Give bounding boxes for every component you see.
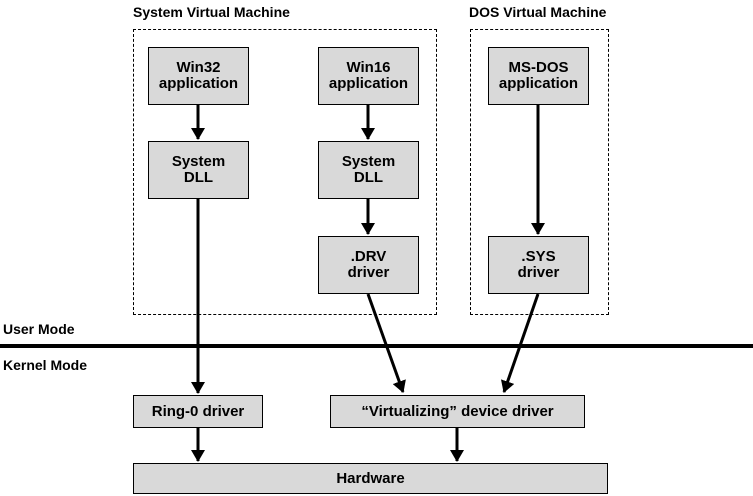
win16-application-box: Win16 application (318, 47, 419, 105)
system-dll-mid-line1: System (341, 153, 396, 170)
system-dll-left-box: System DLL (148, 141, 249, 199)
dos-vm-group (470, 29, 609, 315)
ring0-driver-box: Ring-0 driver (133, 395, 263, 428)
system-dll-mid-box: System DLL (318, 141, 419, 199)
virtualizing-device-driver-box: “Virtualizing” device driver (330, 395, 585, 428)
win32-application-line1: Win32 (176, 59, 221, 76)
virtualizing-device-driver-label: “Virtualizing” device driver (361, 402, 554, 420)
hardware-label: Hardware (336, 469, 405, 487)
system-vm-group (133, 29, 437, 315)
sys-driver-line1: .SYS (521, 248, 556, 265)
msdos-application-box: MS-DOS application (488, 47, 589, 105)
win16-application-line2: application (328, 75, 409, 92)
arrow-drv-to-vdd (366, 293, 406, 393)
kernel-mode-label: Kernel Mode (3, 357, 88, 373)
sys-driver-box: .SYS driver (488, 236, 589, 294)
win16-application-line1: Win16 (346, 59, 391, 76)
system-dll-mid-line2: DLL (353, 169, 384, 186)
win32-application-line2: application (158, 75, 239, 92)
system-dll-left-line2: DLL (183, 169, 214, 186)
ring0-driver-label: Ring-0 driver (151, 402, 245, 420)
drv-driver-box: .DRV driver (318, 236, 419, 294)
drv-driver-line2: driver (347, 264, 390, 281)
system-dll-left-line1: System (171, 153, 226, 170)
arrow-sys-to-vdd (500, 293, 540, 393)
win32-application-box: Win32 application (148, 47, 249, 105)
system-vm-label: System Virtual Machine (133, 4, 290, 20)
user-mode-label: User Mode (3, 321, 75, 337)
msdos-application-line2: application (498, 75, 579, 92)
dos-vm-label: DOS Virtual Machine (469, 4, 607, 20)
drv-driver-line1: .DRV (350, 248, 387, 265)
msdos-application-line1: MS-DOS (508, 59, 569, 76)
hardware-box: Hardware (133, 463, 608, 494)
sys-driver-line2: driver (517, 264, 560, 281)
